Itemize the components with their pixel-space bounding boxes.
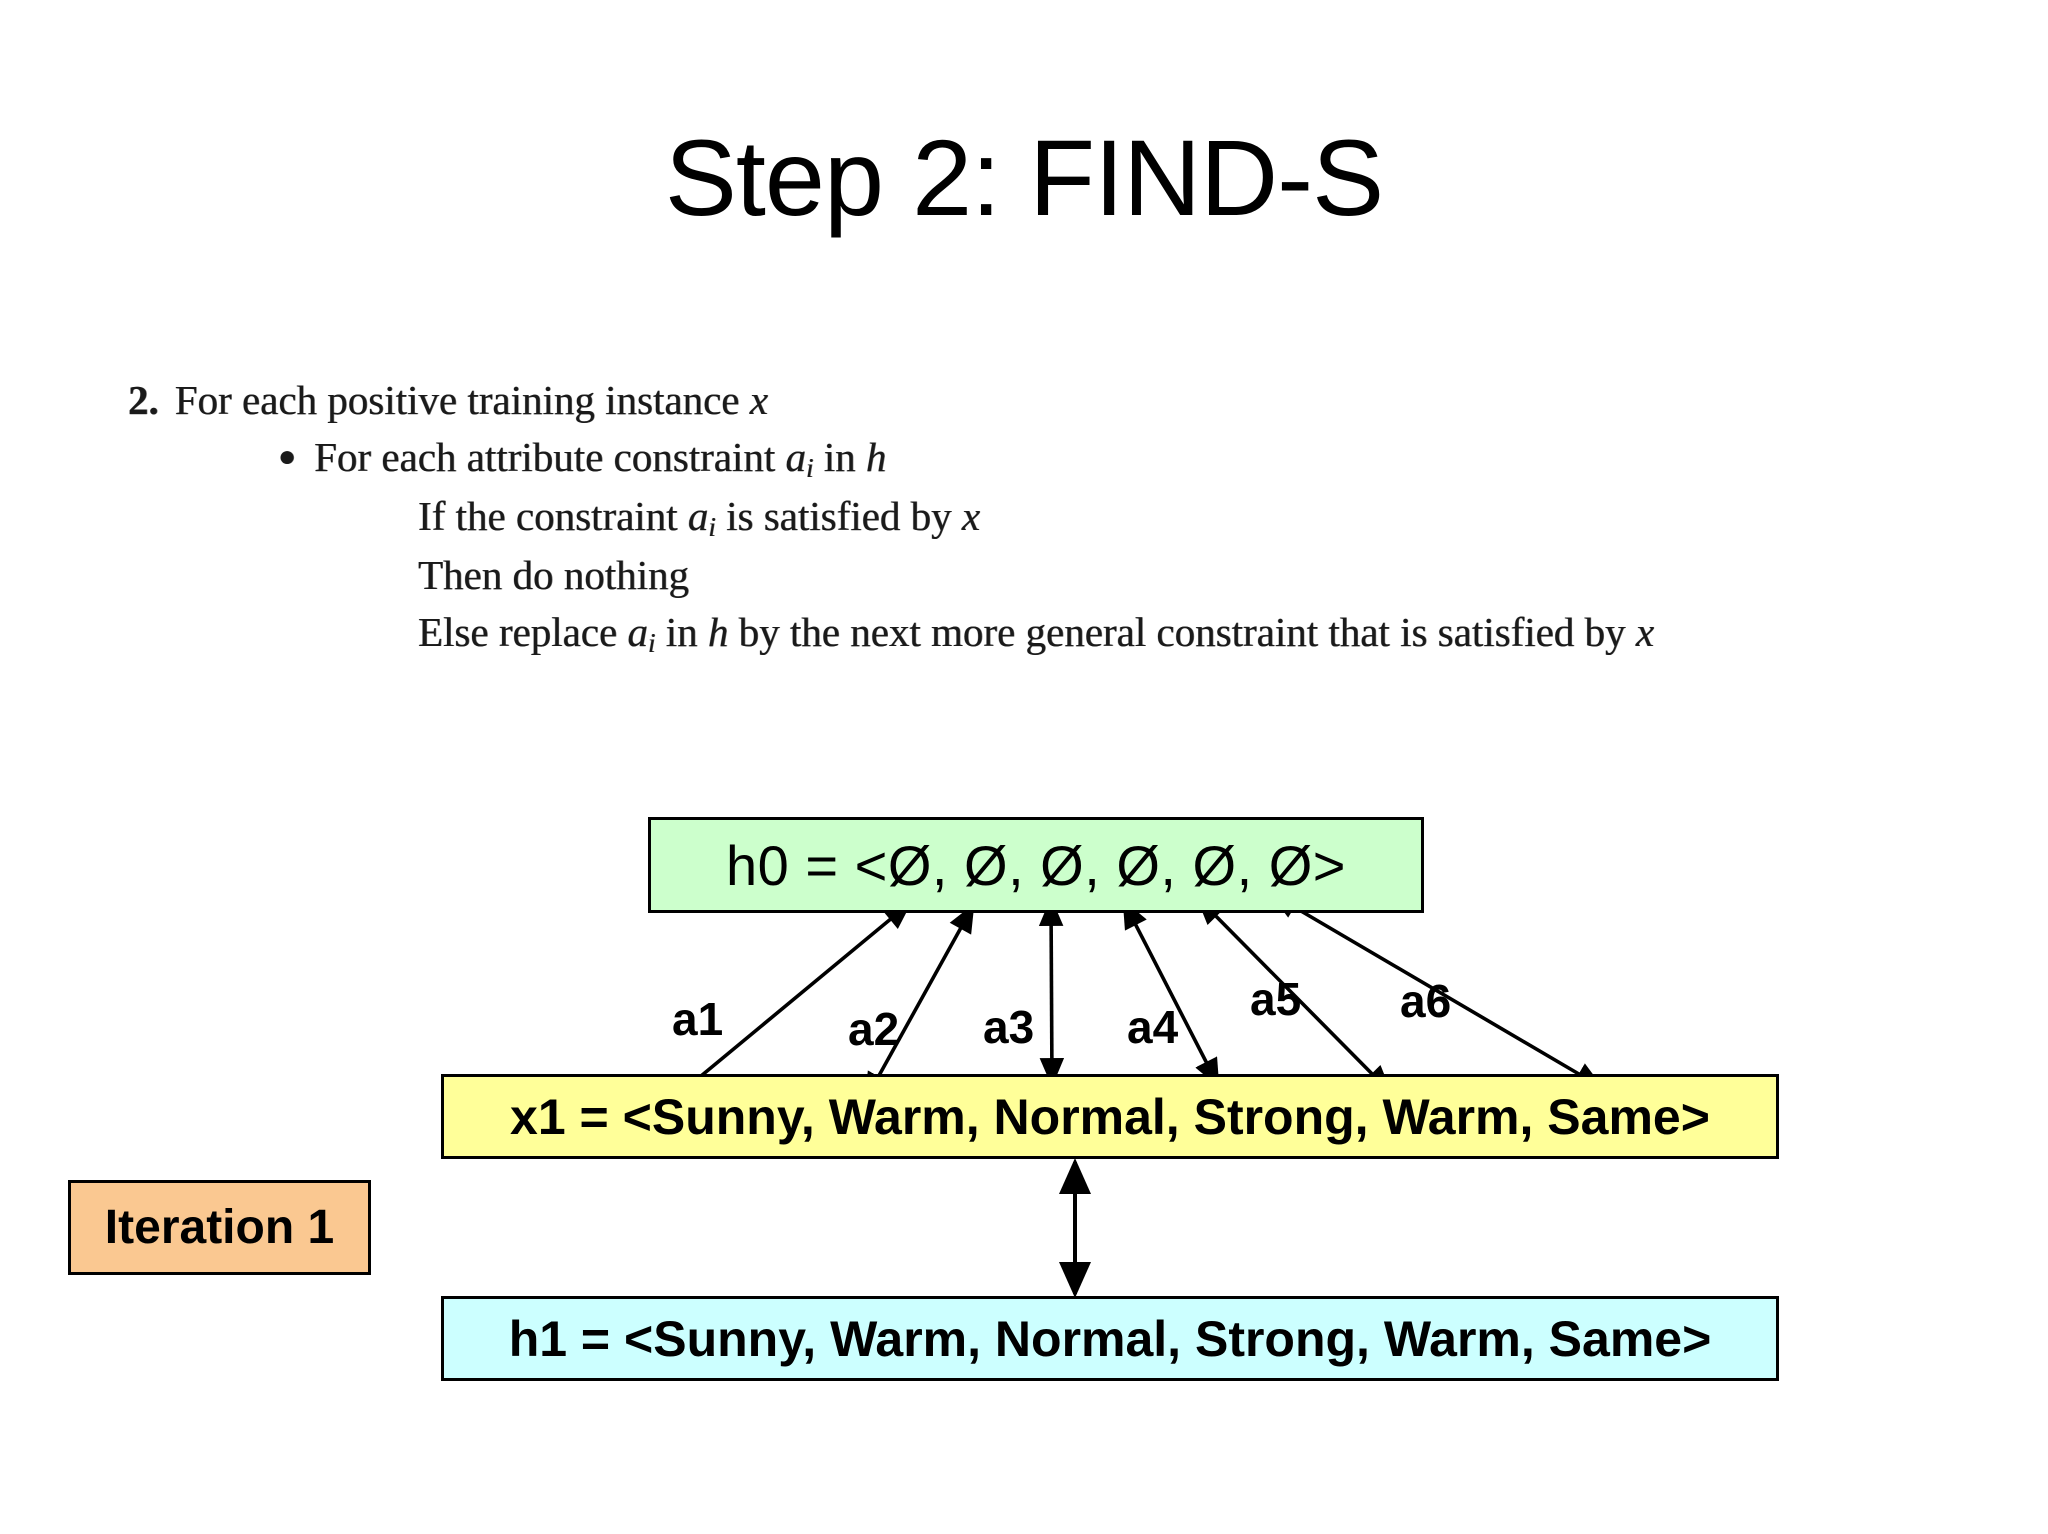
h0-box-text: h0 = <Ø, Ø, Ø, Ø, Ø, Ø> [726,833,1346,897]
mapping-arrow-group [669,892,1604,1102]
pseudocode-line-1: 2. For each positive training instance x [128,372,1928,429]
mapping-arrow-a3 [1038,897,1065,1087]
attribute-label-a6: a6 [1400,975,1452,1027]
attribute-label-a4: a4 [1127,1001,1179,1053]
pseudocode-line-3-text: If the constraint ai is satisfied by x [418,493,981,543]
iteration-badge[interactable]: Iteration 1 [68,1180,371,1275]
attribute-label-a1: a1 [672,993,724,1045]
x1-box-text: x1 = <Sunny, Warm, Normal, Strong, Warm,… [510,1088,1710,1145]
h1-box[interactable]: h1 = <Sunny, Warm, Normal, Strong, Warm,… [441,1296,1779,1381]
pseudocode-line-1-text: For each positive training instance x [174,377,768,423]
pseudocode-line-2: ● For each attribute constraint ai in h [278,429,1928,488]
pseudocode-line-2-text: For each attribute constraint ai in h [314,434,887,484]
x1-box[interactable]: x1 = <Sunny, Warm, Normal, Strong, Warm,… [441,1074,1779,1159]
bullet-icon: ● [278,440,297,474]
pseudocode-block: 2.For each positive training instance x … [128,372,1928,663]
pseudocode-line-4: Then do nothing [418,547,1928,604]
pseudocode-line-5: Else replace ai in h by the next more ge… [418,604,1928,663]
h0-box[interactable]: h0 = <Ø, Ø, Ø, Ø, Ø, Ø> [648,817,1424,913]
attribute-label-a3: a3 [983,1001,1035,1053]
attribute-label-a5: a5 [1250,973,1302,1025]
pseudocode-line-5-text: Else replace ai in h by the next more ge… [418,609,1655,659]
iteration-badge-text: Iteration 1 [104,1201,335,1254]
pseudocode-line-3: If the constraint ai is satisfied by x [418,488,1928,547]
page-title: Step 2: FIND-S [664,117,1384,238]
step-number: 2. [128,377,159,423]
pseudocode-line-4-text: Then do nothing [418,552,690,599]
mapping-arrow-a4 [1122,899,1220,1088]
h1-box-text: h1 = <Sunny, Warm, Normal, Strong, Warm,… [508,1310,1712,1367]
attribute-label-a2: a2 [848,1003,900,1055]
